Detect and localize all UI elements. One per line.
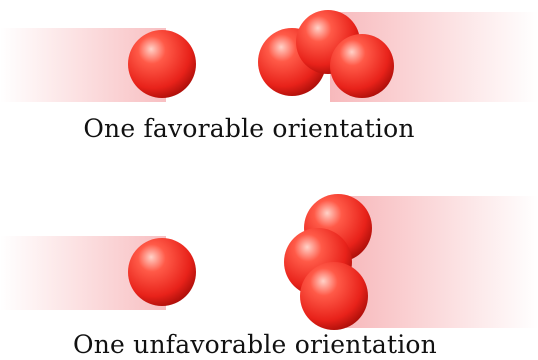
molecule-motion-trail (346, 196, 538, 328)
scene-unfavorable (0, 194, 538, 330)
molecule-sphere-right (330, 34, 394, 98)
atom-sphere (128, 30, 196, 98)
molecule-horizontal (258, 10, 394, 98)
atom-sphere (128, 238, 196, 306)
caption-favorable-orientation: One favorable orientation (83, 114, 415, 143)
molecule-vertical (284, 194, 372, 330)
scene-favorable (0, 10, 538, 102)
caption-unfavorable-orientation: One unfavorable orientation (73, 330, 437, 359)
molecule-sphere-bottom (300, 262, 368, 330)
